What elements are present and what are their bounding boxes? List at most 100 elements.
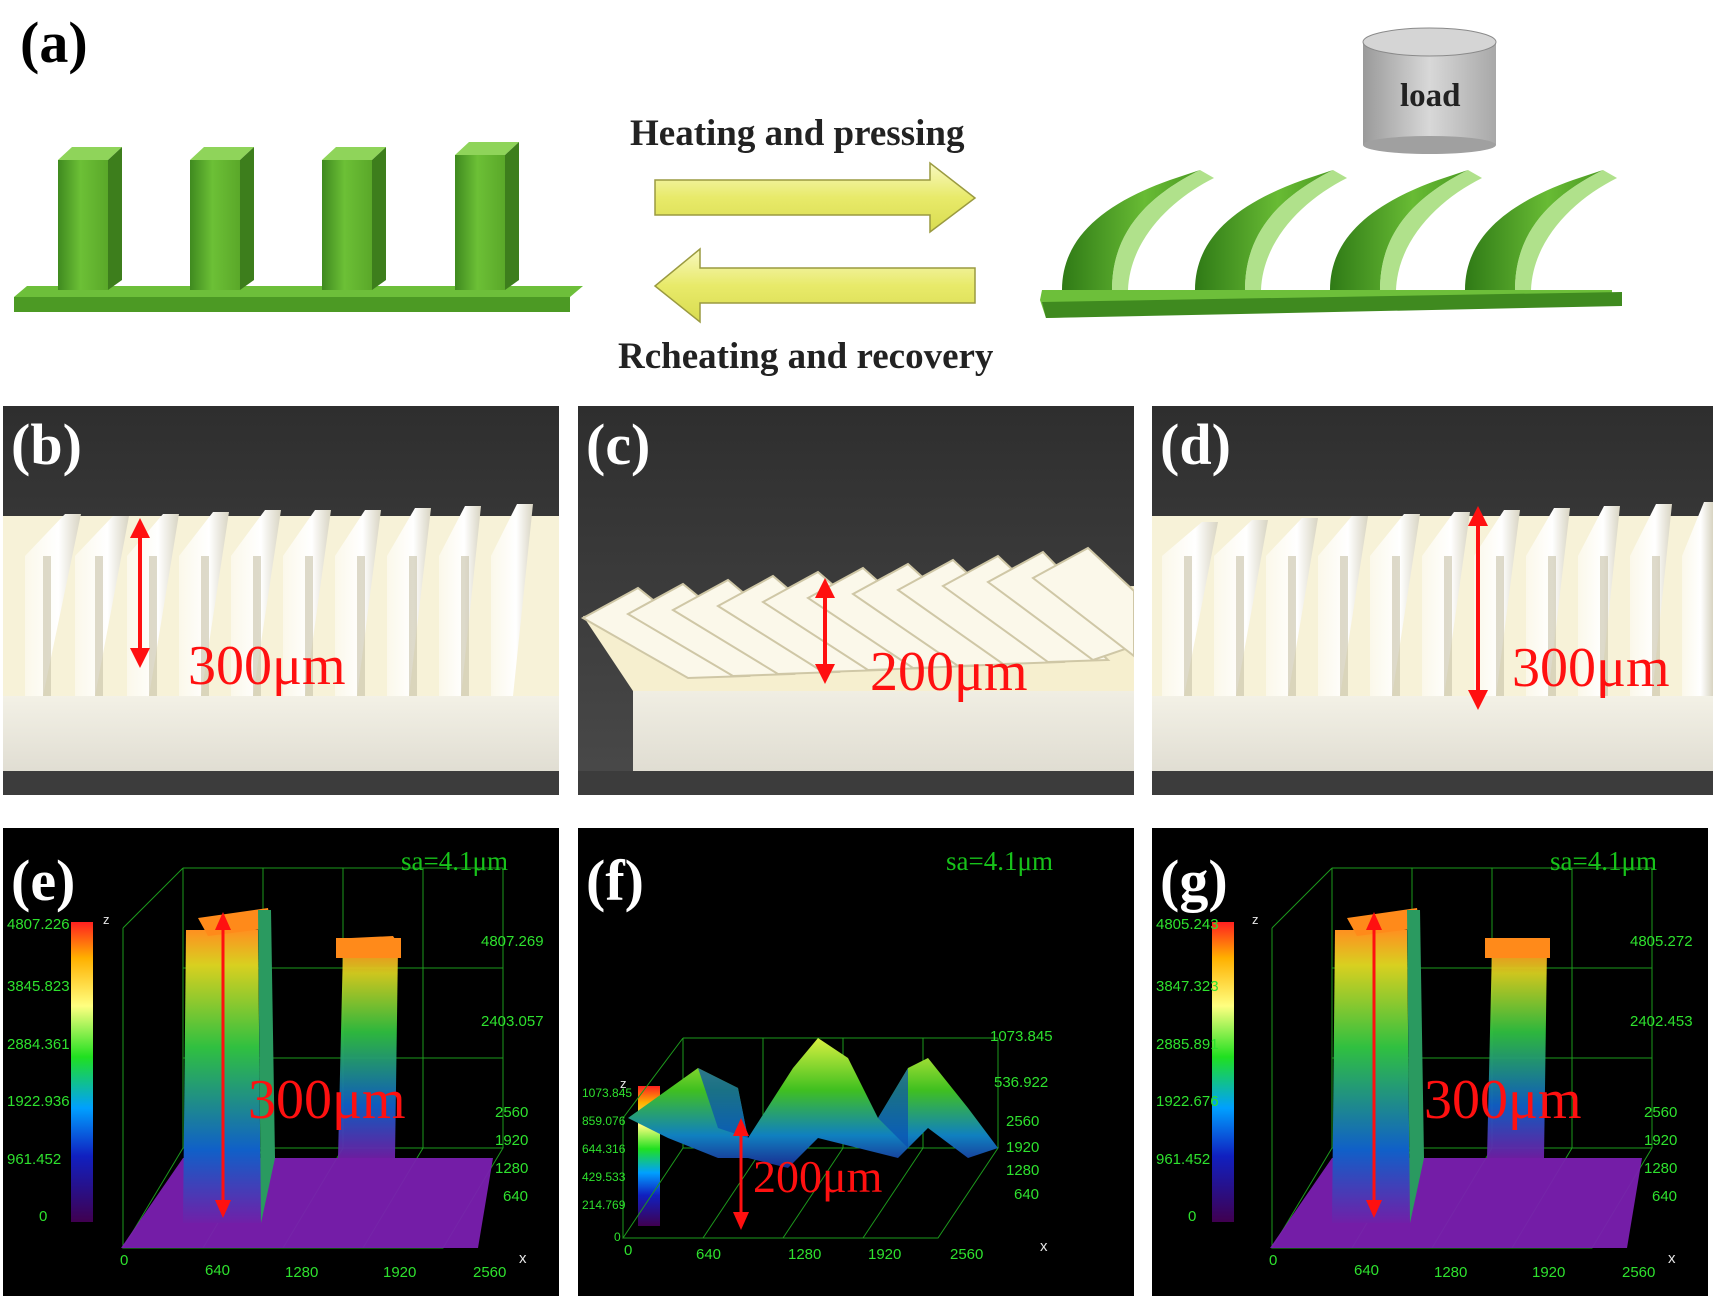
colorbar-tick: 0 (1188, 1208, 1197, 1225)
panel-label-c: (c) (586, 412, 651, 477)
y-tick: 1920 (1644, 1132, 1678, 1149)
height-arrow (215, 912, 231, 1218)
y-tick: 1280 (1644, 1160, 1678, 1177)
x-axis-letter: x (1040, 1238, 1048, 1255)
y-tick: 1280 (495, 1160, 529, 1177)
z-right-tick: 4807.269 (481, 933, 544, 950)
reverse-process-caption: Rcheating and recovery (618, 336, 994, 377)
colorbar-tick: 3847.323 (1156, 978, 1219, 995)
panel-label-b: (b) (11, 412, 82, 477)
photo-panel-c: (c) 200μm (578, 406, 1134, 795)
colorbar-tick: 0 (39, 1208, 48, 1225)
x-tick: 640 (205, 1262, 231, 1279)
colorbar (1212, 922, 1234, 1222)
x-tick: 640 (696, 1246, 722, 1263)
y-tick: 640 (503, 1188, 529, 1205)
load-weight (1362, 27, 1497, 154)
height-label-b: 300μm (188, 635, 346, 697)
panel-label-f: (f) (586, 848, 644, 913)
height-label-c: 200μm (870, 641, 1028, 703)
sa-value-g: sa=4.1μm (1550, 846, 1657, 876)
colorbar-tick: 1922.676 (1156, 1093, 1219, 1110)
panel-label-g: (g) (1160, 848, 1228, 913)
height-arrow (733, 1118, 749, 1230)
load-label: load (1400, 78, 1461, 114)
height-arrow (1468, 506, 1488, 710)
height-arrow (1366, 912, 1382, 1218)
x-tick: 2560 (950, 1246, 984, 1263)
x-tick: 0 (120, 1252, 129, 1269)
y-tick: 2560 (1644, 1104, 1678, 1121)
z-axis-letter: z (620, 1076, 627, 1091)
y-tick: 1280 (1006, 1162, 1040, 1179)
bent-structure (1040, 170, 1622, 318)
colorbar-tick: 961.452 (7, 1151, 62, 1168)
pillar (58, 147, 122, 290)
profile-g-surface (1212, 867, 1653, 1249)
y-tick: 2560 (1006, 1113, 1040, 1130)
colorbar-tick: 214.769 (582, 1198, 626, 1212)
colorbar-tick: 0 (614, 1230, 621, 1244)
z-right-tick: 2402.453 (1630, 1013, 1693, 1030)
panel-label-d: (d) (1160, 412, 1231, 477)
colorbar-tick: 4807.226 (7, 916, 70, 933)
colorbar-tick: 429.533 (582, 1170, 626, 1184)
sa-value-e: sa=4.1μm (401, 846, 508, 876)
height-arrow (815, 578, 835, 684)
colorbar (71, 922, 93, 1222)
profile-panel-g: (g) sa=4.1μm 300μm z x 4805.243 3847.323… (1152, 828, 1708, 1296)
photo-d-image (1152, 406, 1713, 795)
y-tick: 640 (1014, 1186, 1040, 1203)
x-tick: 1920 (868, 1246, 902, 1263)
y-tick: 1920 (1006, 1139, 1040, 1156)
forward-process-caption: Heating and pressing (630, 113, 965, 154)
bent-pillar (1465, 170, 1617, 290)
x-tick: 1280 (1434, 1264, 1468, 1281)
colorbar-tick: 961.452 (1156, 1151, 1211, 1168)
height-label-d: 300μm (1512, 637, 1670, 699)
colorbar-tick: 2885.891 (1156, 1036, 1219, 1053)
x-axis-letter: x (1668, 1250, 1676, 1267)
z-right-tick: 4805.272 (1630, 933, 1693, 950)
x-tick: 2560 (1622, 1264, 1656, 1281)
z-right-tick: 1073.845 (990, 1028, 1053, 1045)
colorbar-tick: 859.076 (582, 1114, 626, 1128)
panel-label-e: (e) (11, 848, 76, 913)
photo-panel-d: (d) 300μm (1152, 406, 1713, 795)
forward-arrow (654, 161, 977, 234)
x-tick: 1920 (1532, 1264, 1566, 1281)
profile-panel-f: (f) sa=4.1μm 200μm z x 1073.845 859.076 … (578, 828, 1134, 1296)
photo-b-image (3, 406, 559, 795)
y-tick: 640 (1652, 1188, 1678, 1205)
x-tick: 0 (1269, 1252, 1278, 1269)
sa-value-f: sa=4.1μm (946, 846, 1053, 876)
schematic-drawing (14, 27, 1622, 324)
height-label-f: 200μm (753, 1151, 883, 1202)
z-right-tick: 2403.057 (481, 1013, 544, 1030)
bent-pillar (1330, 170, 1482, 290)
x-tick: 1920 (383, 1264, 417, 1281)
upright-structure (14, 142, 583, 312)
x-tick: 640 (1354, 1262, 1380, 1279)
z-right-tick: 536.922 (994, 1074, 1049, 1091)
height-label-e: 300μm (248, 1069, 406, 1131)
colorbar-tick: 1073.845 (582, 1086, 633, 1100)
height-arrow (130, 518, 150, 668)
bent-pillar (1062, 170, 1214, 290)
panel-a: (a) (0, 0, 1713, 390)
reverse-arrow (653, 247, 976, 324)
bent-pillar (1195, 170, 1347, 290)
profile-f-surface (622, 1037, 999, 1239)
photo-c-image (578, 406, 1134, 795)
x-tick: 2560 (473, 1264, 507, 1281)
profile-panel-e: (e) sa=4.1μm 300μm z x 4807.226 3845.823… (3, 828, 559, 1296)
pillar (322, 147, 386, 290)
photo-panel-b: (b) 300μm (3, 406, 559, 795)
colorbar-tick: 3845.823 (7, 978, 70, 995)
x-tick: 0 (624, 1242, 633, 1259)
x-tick: 1280 (285, 1264, 319, 1281)
pillar (455, 142, 519, 290)
height-label-g: 300μm (1424, 1069, 1582, 1131)
z-axis-letter: z (103, 912, 110, 927)
y-tick: 2560 (495, 1104, 529, 1121)
